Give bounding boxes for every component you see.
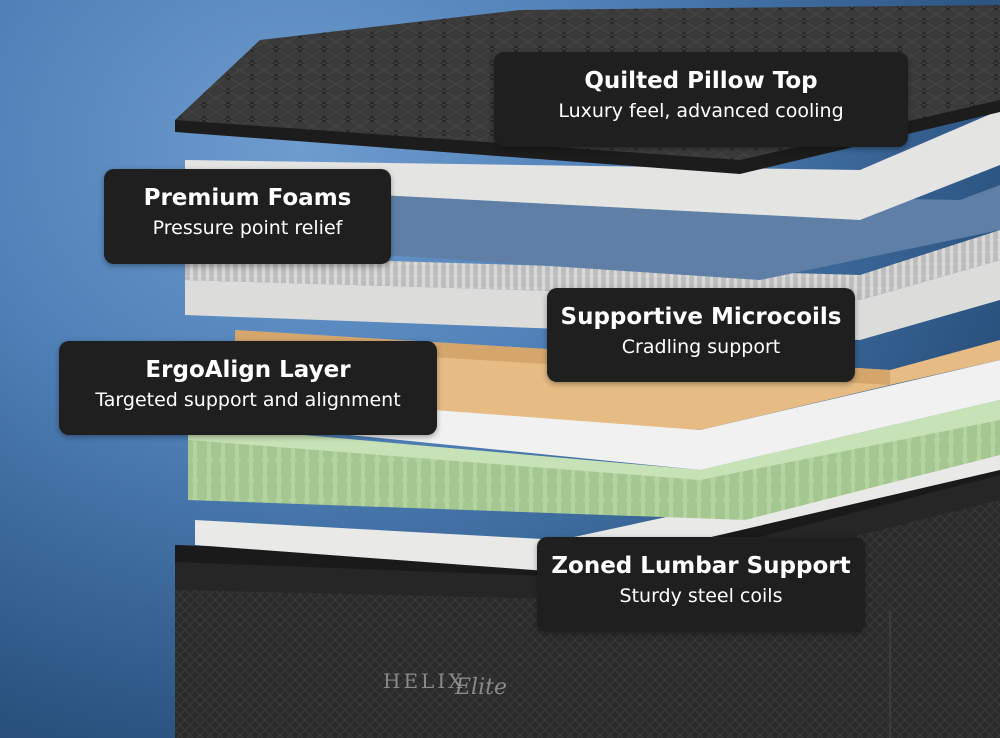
callout-ergoalign-layer: ErgoAlign Layer Targeted support and ali… (59, 341, 437, 435)
callout-quilted-pillow-top: Quilted Pillow Top Luxury feel, advanced… (494, 52, 908, 147)
callout-zoned-lumbar-support: Zoned Lumbar Support Sturdy steel coils (537, 537, 865, 632)
brand-logo-script: Elite (454, 675, 507, 700)
callout-subtitle: Cradling support (621, 336, 781, 358)
callout-title: Supportive Microcoils (560, 304, 842, 330)
callout-title: Zoned Lumbar Support (551, 553, 851, 579)
callout-subtitle: Pressure point relief (152, 217, 343, 239)
brand-logo: HELIX (383, 669, 465, 693)
bottom-foam-layer (195, 445, 1000, 572)
callout-subtitle: Targeted support and alignment (95, 389, 401, 411)
pocket-coil-cover (300, 360, 1000, 470)
microcoil-layer (185, 230, 1000, 300)
lumbar-coil-layer (188, 400, 1000, 520)
callout-title: Premium Foams (143, 185, 352, 211)
callout-premium-foams: Premium Foams Pressure point relief (104, 169, 391, 264)
callout-subtitle: Sturdy steel coils (619, 585, 783, 607)
callout-supportive-microcoils: Supportive Microcoils Cradling support (547, 288, 855, 382)
callout-subtitle: Luxury feel, advanced cooling (558, 100, 844, 122)
callout-title: Quilted Pillow Top (584, 68, 818, 94)
callout-title: ErgoAlign Layer (145, 357, 351, 383)
